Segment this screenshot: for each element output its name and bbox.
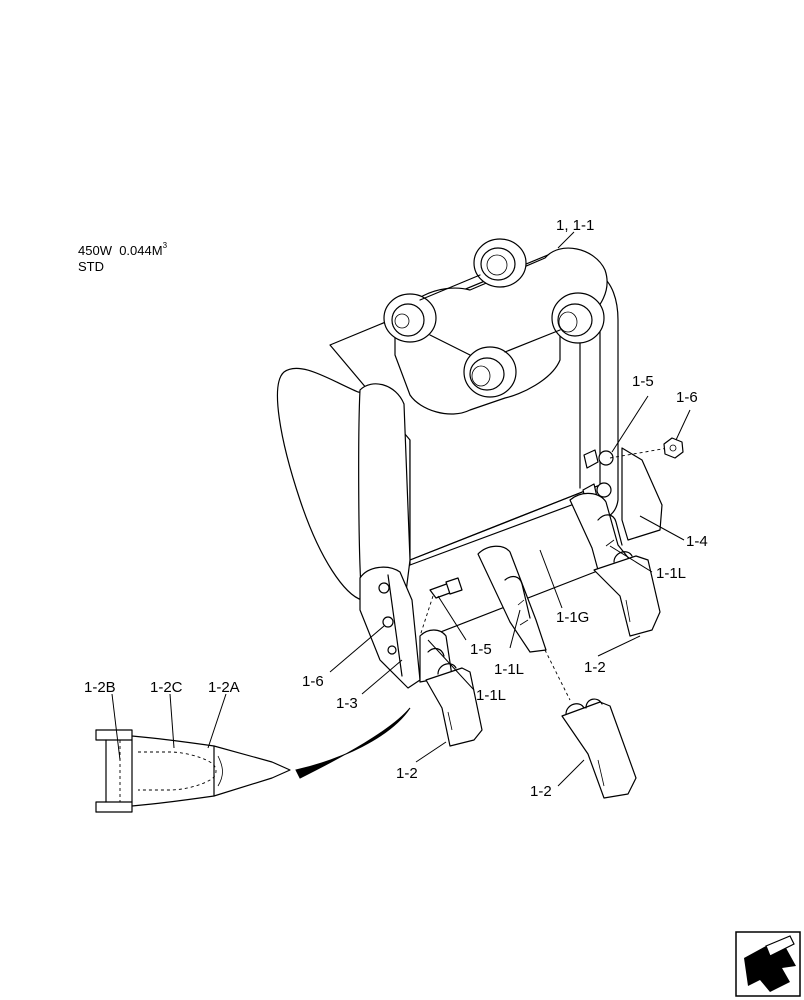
callout-adapter-center-plate: 1-1G — [556, 609, 589, 626]
callout-detail-b: 1-2B — [84, 679, 116, 696]
bucket-body — [276, 238, 619, 641]
callout-plate-left: 1-3 — [336, 695, 358, 712]
nut-right — [663, 437, 684, 459]
next-page-arrow-icon[interactable] — [735, 931, 801, 997]
adapter-left — [419, 629, 453, 683]
callout-plate-right: 1-4 — [686, 533, 708, 550]
pin-lower-right — [551, 292, 605, 344]
tooth-detail — [95, 729, 291, 813]
callout-bolt-center: 1-5 — [470, 641, 492, 658]
callout-tooth-loose: 1-2 — [530, 783, 552, 800]
spec-variant: STD — [78, 259, 104, 274]
callout-tooth-right: 1-2 — [584, 659, 606, 676]
pin-upper-right — [473, 238, 527, 288]
callout-detail-a: 1-2A — [208, 679, 240, 696]
callout-tooth-left: 1-2 — [396, 765, 418, 782]
spec-capacity-exponent: 3 — [162, 241, 168, 250]
callout-detail-c: 1-2C — [150, 679, 183, 696]
callout-bucket: 1, 1-1 — [556, 217, 594, 234]
callout-nut-right: 1-6 — [676, 389, 698, 406]
spec-capacity: 0.044M — [119, 243, 163, 258]
bucket-spec: 450W 0.044M3 STD — [78, 238, 167, 275]
callout-adapter-left: 1-1L — [476, 687, 506, 704]
bolt-center — [429, 577, 463, 599]
spec-size: 450W — [78, 243, 112, 258]
callout-adapter-right: 1-1L — [656, 565, 686, 582]
adapter-center — [477, 545, 547, 653]
pin-upper-left — [383, 293, 437, 343]
callout-bolt-right: 1-5 — [632, 373, 654, 390]
tooth-left — [425, 663, 483, 747]
side-cutter-right — [596, 447, 669, 541]
detail-connector-swoosh — [295, 707, 411, 779]
spec-capacity-line: 450W 0.044M3 — [78, 238, 167, 259]
pin-lower-left — [463, 346, 517, 398]
tooth-right — [593, 551, 661, 637]
tooth-loose — [561, 698, 637, 799]
side-cutter-left — [359, 566, 421, 689]
callout-adapter-center: 1-1L — [494, 661, 524, 678]
callout-nut-left: 1-6 — [302, 673, 324, 690]
adapter-right — [569, 492, 631, 571]
